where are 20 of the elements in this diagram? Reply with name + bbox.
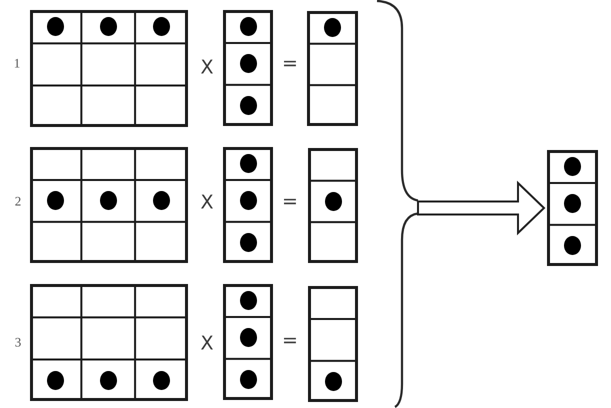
multiply-sign: X [200,334,214,354]
matrix-grid [30,10,188,127]
multiply-sign: X [200,58,214,78]
matrix-grid [30,147,188,263]
row-number: 3 [14,336,22,348]
equals-sign: = [282,192,298,212]
vector-grid [223,284,273,400]
vector-grid [547,150,598,266]
row-number: 1 [14,56,20,70]
equals-sign: = [282,332,298,350]
equals-sign: = [282,54,298,74]
vector-grid [308,286,358,402]
row-number: 2 [14,194,22,208]
multiply-sign: X [200,194,214,212]
vector-grid [308,148,358,263]
matrix-grid [30,284,188,401]
hollow-arrow [417,180,546,236]
vector-grid [223,147,273,263]
vector-grid [223,10,273,126]
vector-grid [307,11,358,126]
